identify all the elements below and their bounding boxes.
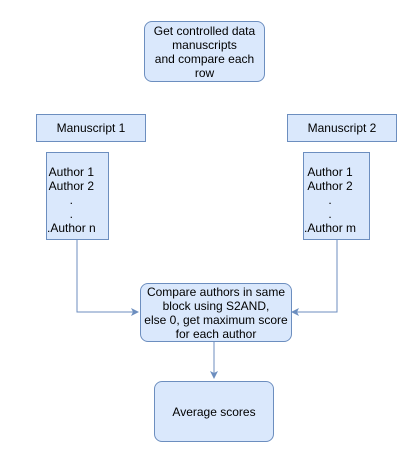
author-list-item: Author 1	[307, 165, 353, 179]
author-list-item: .	[328, 193, 332, 207]
average-scores-node[interactable]: Average scores	[154, 381, 274, 442]
manuscript-1-authors-node[interactable]: Author 1 Author 2 . . .Author n	[46, 152, 109, 240]
author-list-item: .	[69, 193, 74, 207]
author-list-item: .Author n	[47, 221, 96, 235]
edge-manuscript1-to-compare	[76, 240, 139, 316]
manuscript-2-header-label: Manuscript 2	[307, 121, 377, 135]
author-list-item: Author 1	[48, 165, 95, 179]
compare-node-text: Compare authors in same block using S2AN…	[144, 285, 287, 341]
start-node[interactable]: Get controlled data manuscripts and comp…	[144, 21, 265, 82]
author-list-item: .	[69, 207, 74, 221]
start-line-1: Get controlled data	[153, 23, 256, 38]
start-line-2: manuscripts	[172, 37, 237, 52]
compare-line-3: else 0, get maximum score	[144, 312, 288, 327]
compare-line-2: block using S2AND,	[162, 298, 270, 313]
manuscript-2-authors-list: Author 1 Author 2 . . .Author m	[304, 157, 356, 235]
compare-line-1: Compare authors in same	[146, 284, 286, 299]
average-scores-label: Average scores	[172, 404, 256, 419]
compare-line-4: for each author	[175, 326, 257, 341]
author-list-item: .	[328, 207, 332, 221]
start-line-4: row	[194, 65, 215, 80]
manuscript-1-authors-list: Author 1 Author 2 . . .Author n	[47, 157, 96, 235]
compare-node[interactable]: Compare authors in same block using S2AN…	[140, 283, 292, 342]
manuscript-1-header-label: Manuscript 1	[56, 121, 126, 135]
edge-manuscript2-to-compare	[291, 240, 338, 316]
manuscript-1-header-node[interactable]: Manuscript 1	[36, 114, 146, 142]
start-node-text: Get controlled data manuscripts and comp…	[154, 24, 255, 80]
author-list-item: Author 2	[48, 179, 95, 193]
author-list-item: Author 2	[307, 179, 353, 193]
manuscript-2-header-node[interactable]: Manuscript 2	[287, 114, 397, 142]
start-line-3: and compare each	[154, 51, 255, 66]
manuscript-2-authors-node[interactable]: Author 1 Author 2 . . .Author m	[303, 152, 370, 240]
author-list-item: .Author m	[304, 221, 357, 235]
